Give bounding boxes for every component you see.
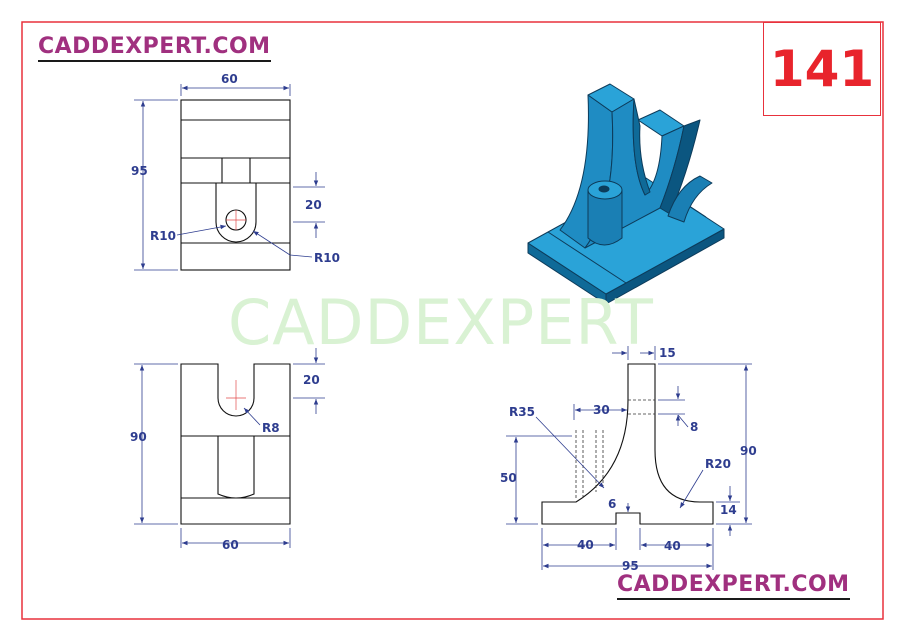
side-view-base-dim: 14 (720, 503, 737, 517)
top-view-width-dim: 60 (221, 72, 238, 86)
side-view-radius-big: R35 (509, 405, 535, 419)
top-view: 60 95 20 R10 R10 (131, 72, 340, 271)
side-view-step-dim: 6 (608, 497, 616, 511)
side-view-total-length-dim: 95 (622, 559, 639, 573)
top-view-radius-left: R10 (150, 229, 176, 243)
side-view-height-dim: 90 (740, 444, 757, 458)
watermark: CADDEXPERT (228, 286, 654, 359)
front-view-width-dim: 60 (222, 538, 239, 552)
top-view-radius-right: R10 (314, 251, 340, 265)
sheet-number-box: 141 (763, 22, 881, 116)
side-view-pillar-height-dim: 50 (500, 471, 517, 485)
side-view: 15 30 R35 8 90 R20 50 6 14 40 40 95 (500, 346, 757, 573)
front-view-slot-dim: 20 (303, 373, 320, 387)
side-view-fillet-radius: R20 (705, 457, 731, 471)
brand-header[interactable]: CADDEXPERT.COM (38, 34, 271, 62)
front-view: 90 20 R8 60 (130, 348, 325, 552)
front-view-slot-radius: R8 (262, 421, 280, 435)
side-view-slot-depth-dim: 8 (690, 420, 698, 434)
top-view-depth-dim: 20 (305, 198, 322, 212)
side-view-left-length-dim: 40 (577, 538, 594, 552)
sheet-border (21, 21, 884, 620)
side-view-top-width-dim: 15 (659, 346, 676, 360)
side-view-slot-width-dim: 30 (593, 403, 610, 417)
isometric-model (527, 83, 725, 305)
side-view-right-length-dim: 40 (664, 539, 681, 553)
top-view-height-dim: 95 (131, 164, 148, 178)
brand-footer[interactable]: CADDEXPERT.COM (617, 572, 850, 600)
front-view-height-dim: 90 (130, 430, 147, 444)
